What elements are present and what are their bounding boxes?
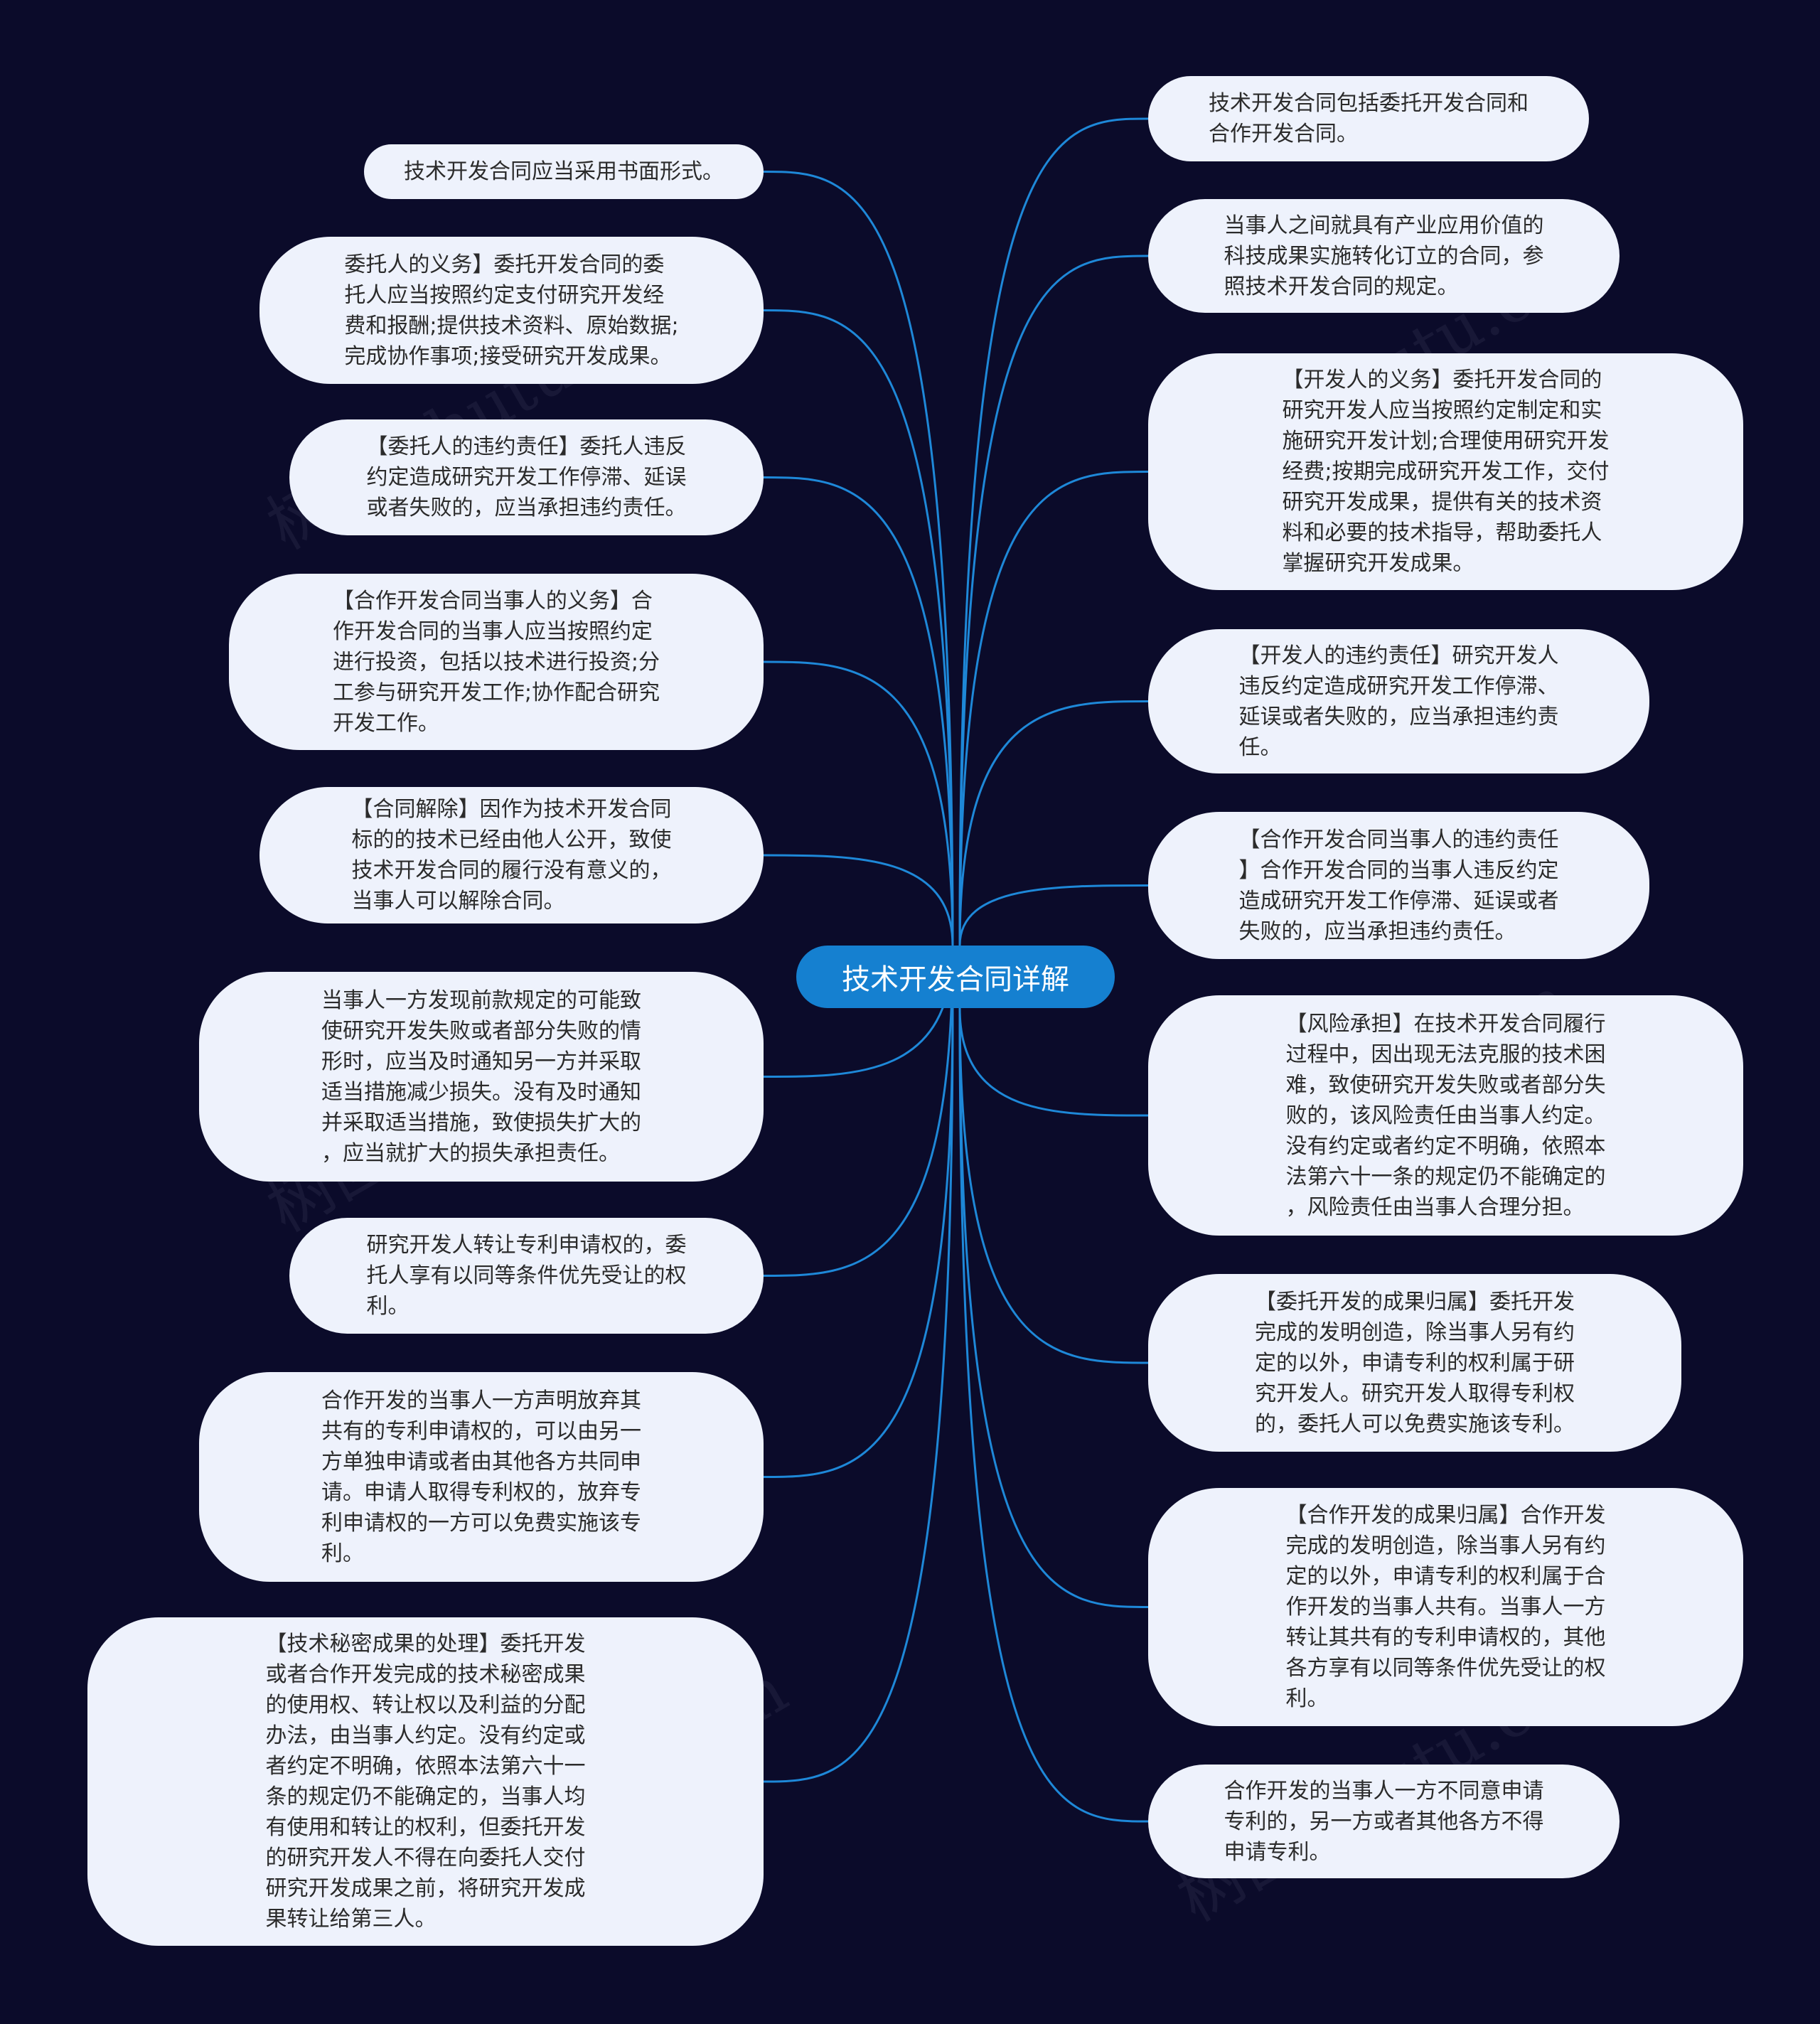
- left-branch-node[interactable]: 合作开发的当事人一方声明放弃其 共有的专利申请权的，可以由另一 方单独申请或者由…: [199, 1372, 764, 1582]
- connector-line: [958, 471, 1149, 946]
- branch-node-text: 当事人之间就具有产业应用价值的 科技成果实施转化订立的合同，参 照技术开发合同的…: [1224, 213, 1544, 299]
- branch-node-text: 【合作开发的成果归属】合作开发 完成的发明创造，除当事人另有约 定的以外，申请专…: [1285, 1503, 1606, 1711]
- right-branch-node[interactable]: 合作开发的当事人一方不同意申请 专利的，另一方或者其他各方不得 申请专利。: [1148, 1765, 1620, 1878]
- left-branch-node[interactable]: 【合同解除】因作为技术开发合同 标的的技术已经由他人公开，致使 技术开发合同的履…: [259, 787, 764, 923]
- right-branch-node[interactable]: 【风险承担】在技术开发合同履行 过程中，因出现无法克服的技术困 难，致使研究开发…: [1148, 995, 1743, 1236]
- left-branch-node[interactable]: 【委托人的违约责任】委托人违反 约定造成研究开发工作停滞、延误 或者失败的，应当…: [289, 419, 764, 535]
- connector-line: [958, 884, 1149, 946]
- branch-node-text: 【合作开发合同当事人的义务】合 作开发合同的当事人应当按照约定 进行投资，包括以…: [332, 588, 660, 736]
- connector-line: [763, 476, 954, 946]
- connector-line: [763, 309, 954, 946]
- left-branch-node[interactable]: 当事人一方发现前款规定的可能致 使研究开发失败或者部分失败的情 形时，应当及时通…: [199, 972, 764, 1182]
- connector-line: [763, 854, 954, 946]
- connector-line: [958, 1007, 1149, 1823]
- branch-node-text: 技术开发合同包括委托开发合同和 合作开发合同。: [1209, 91, 1529, 146]
- connector-line: [763, 171, 954, 946]
- branch-node-text: 合作开发的当事人一方声明放弃其 共有的专利申请权的，可以由另一 方单独申请或者由…: [321, 1388, 641, 1566]
- connector-line: [958, 1007, 1149, 1117]
- branch-node-text: 【委托人的违约责任】委托人违反 约定造成研究开发工作停滞、延误 或者失败的，应当…: [366, 434, 687, 520]
- connector-line: [763, 945, 954, 1277]
- left-branch-node[interactable]: 研究开发人转让专利申请权的，委 托人享有以同等条件优先受让的权 利。: [289, 1218, 764, 1334]
- right-branch-node[interactable]: 【开发人的违约责任】研究开发人 违反约定造成研究开发工作停滞、 延误或者失败的，…: [1148, 629, 1649, 773]
- connector-line: [958, 255, 1149, 946]
- branch-node-text: 研究开发人转让专利申请权的，委 托人享有以同等条件优先受让的权 利。: [366, 1233, 687, 1319]
- branch-node-text: 【合作开发合同当事人的违约责任 】合作开发合同的当事人违反约定 造成研究开发工作…: [1238, 827, 1559, 944]
- connector-line: [958, 117, 1149, 946]
- right-branch-node[interactable]: 【开发人的义务】委托开发合同的 研究开发人应当按照约定制定和实 施研究开发计划;…: [1148, 353, 1743, 590]
- branch-node-text: 【开发人的违约责任】研究开发人 违反约定造成研究开发工作停滞、 延误或者失败的，…: [1238, 643, 1559, 760]
- right-branch-node[interactable]: 【委托开发的成果归属】委托开发 完成的发明创造，除当事人另有约 定的以外，申请专…: [1148, 1274, 1681, 1452]
- right-branch-node[interactable]: 【合作开发合同当事人的违约责任 】合作开发合同的当事人违反约定 造成研究开发工作…: [1148, 812, 1649, 959]
- branch-node-text: 委托人的义务】委托开发合同的委 托人应当按照约定支付研究开发经 费和报酬;提供技…: [344, 252, 679, 369]
- center-topic-label: 技术开发合同详解: [842, 963, 1069, 996]
- right-branch-node[interactable]: 技术开发合同包括委托开发合同和 合作开发合同。: [1148, 76, 1589, 161]
- branch-node-text: 【开发人的义务】委托开发合同的 研究开发人应当按照约定制定和实 施研究开发计划;…: [1282, 368, 1610, 576]
- connector-line: [958, 700, 1149, 946]
- left-branch-node[interactable]: 技术开发合同应当采用书面形式。: [364, 144, 764, 199]
- connector-line: [763, 1007, 954, 1478]
- connector-line: [958, 1007, 1149, 1608]
- right-branch-node[interactable]: 【合作开发的成果归属】合作开发 完成的发明创造，除当事人另有约 定的以外，申请专…: [1148, 1488, 1743, 1726]
- left-branch-node[interactable]: 【合作开发合同当事人的义务】合 作开发合同的当事人应当按照约定 进行投资，包括以…: [229, 574, 764, 750]
- connector-line: [958, 1007, 1149, 1364]
- connector-line: [763, 1007, 954, 1783]
- left-branch-node[interactable]: 委托人的义务】委托开发合同的委 托人应当按照约定支付研究开发经 费和报酬;提供技…: [259, 237, 764, 384]
- branch-node-text: 当事人一方发现前款规定的可能致 使研究开发失败或者部分失败的情 形时，应当及时通…: [321, 987, 641, 1166]
- branch-node-text: 合作开发的当事人一方不同意申请 专利的，另一方或者其他各方不得 申请专利。: [1224, 1778, 1544, 1865]
- branch-node-text: 【技术秘密成果的处理】委托开发 或者合作开发完成的技术秘密成果 的使用权、转让权…: [265, 1632, 586, 1932]
- branch-node-text: 【风险承担】在技术开发合同履行 过程中，因出现无法克服的技术困 难，致使研究开发…: [1285, 1011, 1606, 1220]
- branch-node-text: 【委托开发的成果归属】委托开发 完成的发明创造，除当事人另有约 定的以外，申请专…: [1255, 1289, 1575, 1437]
- center-topic-node[interactable]: 技术开发合同详解: [796, 946, 1115, 1008]
- connector-line: [763, 660, 954, 946]
- right-branch-node[interactable]: 当事人之间就具有产业应用价值的 科技成果实施转化订立的合同，参 照技术开发合同的…: [1148, 199, 1620, 313]
- branch-node-text: 技术开发合同应当采用书面形式。: [404, 159, 724, 184]
- left-branch-node[interactable]: 【技术秘密成果的处理】委托开发 或者合作开发完成的技术秘密成果 的使用权、转让权…: [87, 1617, 764, 1946]
- branch-node-text: 【合同解除】因作为技术开发合同 标的的技术已经由他人公开，致使 技术开发合同的履…: [351, 797, 672, 914]
